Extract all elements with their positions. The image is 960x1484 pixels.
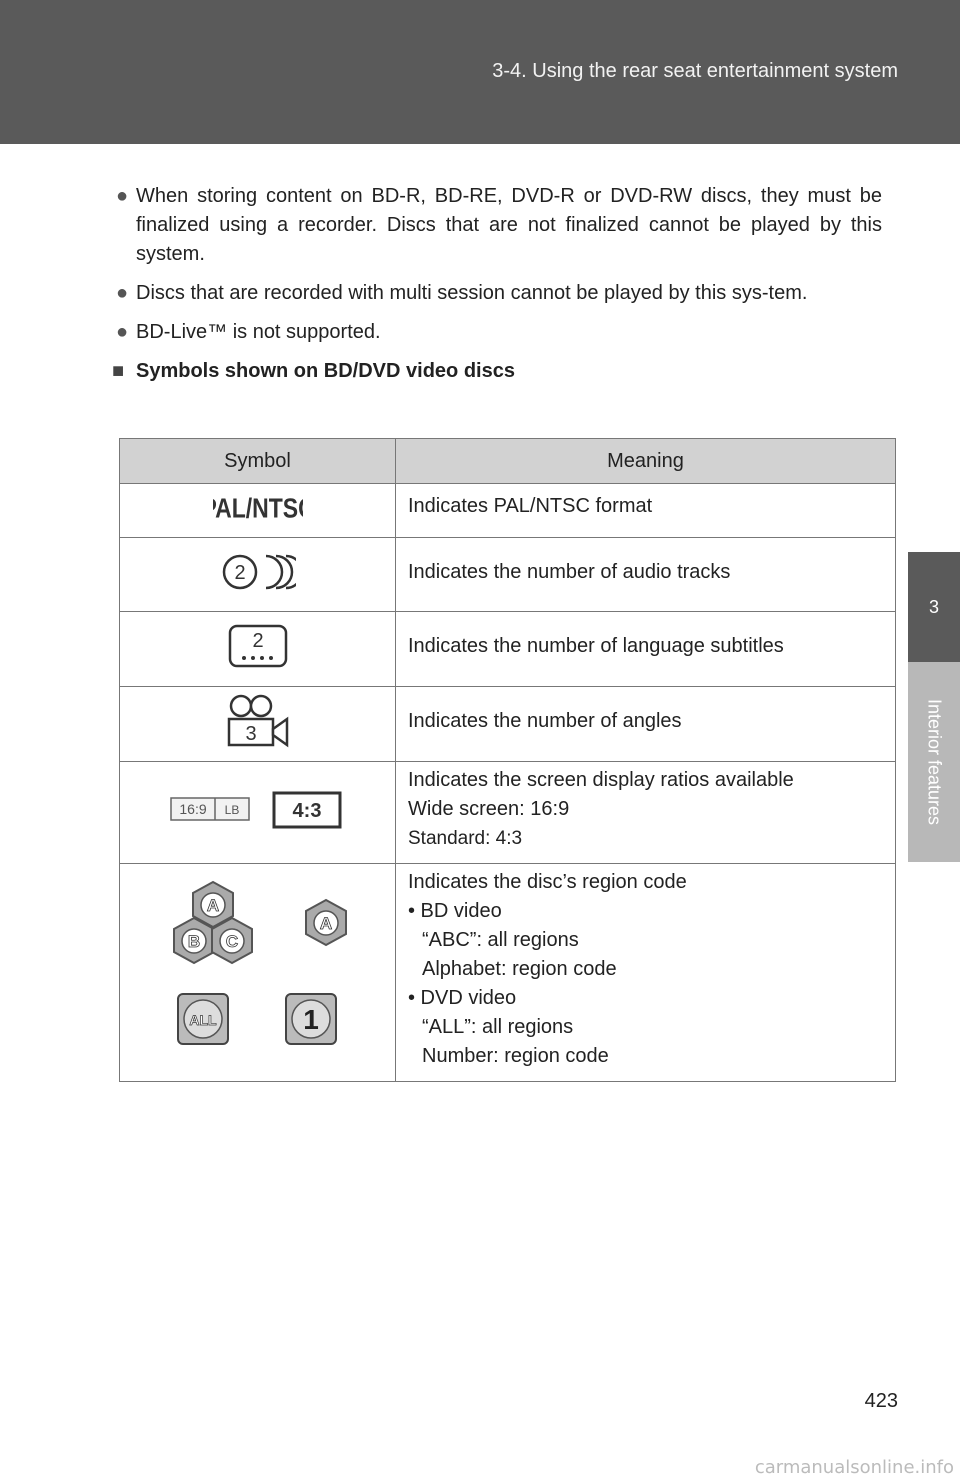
meaning-text: Indicates the number of language subtitl…: [408, 635, 784, 657]
bullet-item: ● When storing content on BD-R, BD-RE, D…: [116, 182, 882, 269]
svg-text:A: A: [319, 914, 331, 933]
svg-text:2: 2: [252, 630, 263, 652]
audio-tracks-icon: 2: [222, 554, 303, 589]
meaning-text: Indicates the screen display ratios avai…: [408, 769, 794, 791]
symbol-cell: 16:9 LB 4:3: [119, 761, 396, 864]
meaning-text: Indicates the number of audio tracks: [408, 561, 731, 583]
chapter-tab-label-text: Interior features: [924, 698, 945, 826]
column-header-symbol: Symbol: [119, 438, 396, 484]
header-title: 3-4. Using the rear seat entertainment s…: [492, 60, 898, 82]
svg-text:4:3: 4:3: [292, 800, 321, 822]
main-content: ● When storing content on BD-R, BD-RE, D…: [112, 182, 882, 386]
svg-text:C: C: [225, 932, 237, 951]
bullet-dot-icon: ●: [116, 185, 129, 207]
svg-text:2: 2: [234, 562, 245, 584]
meaning-cell: Indicates the number of audio tracks: [395, 537, 896, 612]
bullet-dot-icon: ●: [116, 282, 129, 304]
meaning-text: “ABC”: all regions: [422, 929, 579, 951]
svg-text:B: B: [187, 932, 199, 951]
subtitles-icon: 2: [228, 624, 287, 668]
meaning-text: Indicates the number of angles: [408, 710, 682, 732]
symbols-table: Symbol Meaning PAL/NTSC Indicates PAL/NT…: [119, 438, 896, 1082]
meaning-cell: Indicates the disc’s region code • BD vi…: [395, 863, 896, 1082]
svg-text:LB: LB: [224, 803, 239, 817]
svg-text:1: 1: [303, 1004, 319, 1035]
page-header: 3-4. Using the rear seat entertainment s…: [0, 0, 960, 144]
meaning-text: • BD video: [408, 900, 502, 922]
pal-ntsc-icon: PAL/NTSC: [201, 493, 314, 523]
meaning-text: “ALL”: all regions: [422, 1016, 574, 1038]
section-title-text: Symbols shown on BD/DVD video discs: [136, 360, 515, 382]
svg-text:16:9: 16:9: [179, 801, 206, 817]
table-row: 2 Indicates the number of audio tracks: [119, 537, 896, 612]
table-row: PAL/NTSC Indicates PAL/NTSC format: [119, 483, 896, 538]
meaning-text: Indicates the disc’s region code: [408, 871, 687, 893]
bullet-dot-icon: ●: [116, 321, 129, 343]
table-header-row: Symbol Meaning: [119, 438, 896, 484]
bullet-text: Discs that are recorded with multi sessi…: [136, 282, 808, 304]
section-title: ■ Symbols shown on BD/DVD video discs: [112, 357, 882, 386]
symbol-cell: 3: [119, 686, 396, 762]
table-row: 2 Indicates the number of language subti…: [119, 611, 896, 687]
symbol-cell: 2: [119, 611, 396, 687]
chapter-tab-number: 3: [908, 552, 960, 662]
meaning-cell: Indicates PAL/NTSC format: [395, 483, 896, 538]
meaning-text: Wide screen: 16:9: [408, 798, 570, 820]
aspect-ratio-icon: 16:9 LB 4:3: [169, 791, 341, 828]
meaning-cell: Indicates the number of language subtitl…: [395, 611, 896, 687]
bullet-item: ● Discs that are recorded with multi ses…: [116, 279, 882, 308]
symbol-cell: PAL/NTSC: [119, 483, 396, 538]
bullet-item: ● BD-Live™ is not supported.: [116, 318, 882, 347]
table-row: A B C A ALL 1 Indicates the disc’s regio…: [119, 863, 896, 1082]
svg-text:ALL: ALL: [189, 1012, 217, 1028]
meaning-text: Alphabet: region code: [422, 958, 617, 980]
meaning-cell: Indicates the screen display ratios avai…: [395, 761, 896, 864]
square-bullet-icon: ■: [112, 360, 125, 382]
table-row: 3 Indicates the number of angles: [119, 686, 896, 762]
svg-text:PAL/NTSC: PAL/NTSC: [213, 493, 303, 523]
symbol-cell: A B C A ALL 1: [119, 863, 396, 1082]
meaning-text: Indicates PAL/NTSC format: [408, 495, 653, 517]
meaning-text: Standard: 4:3: [408, 828, 523, 849]
angles-camera-icon: 3: [227, 694, 288, 748]
bullet-text: BD-Live™ is not supported.: [136, 321, 381, 343]
column-header-meaning: Meaning: [395, 438, 896, 484]
page-number: 423: [864, 1390, 898, 1412]
bullet-text: When storing content on BD-R, BD-RE, DVD…: [136, 185, 882, 265]
svg-text:3: 3: [245, 723, 256, 745]
meaning-text: • DVD video: [408, 987, 517, 1009]
chapter-tab-label: Interior features: [908, 662, 960, 862]
meaning-text: Number: region code: [422, 1045, 609, 1067]
meaning-cell: Indicates the number of angles: [395, 686, 896, 762]
watermark: carmanualsonline.info: [754, 1457, 954, 1478]
svg-text:A: A: [206, 896, 218, 915]
symbol-cell: 2: [119, 537, 396, 612]
table-row: 16:9 LB 4:3 Indicates the screen display…: [119, 761, 896, 864]
region-code-icon: A B C A ALL 1: [172, 880, 347, 1045]
